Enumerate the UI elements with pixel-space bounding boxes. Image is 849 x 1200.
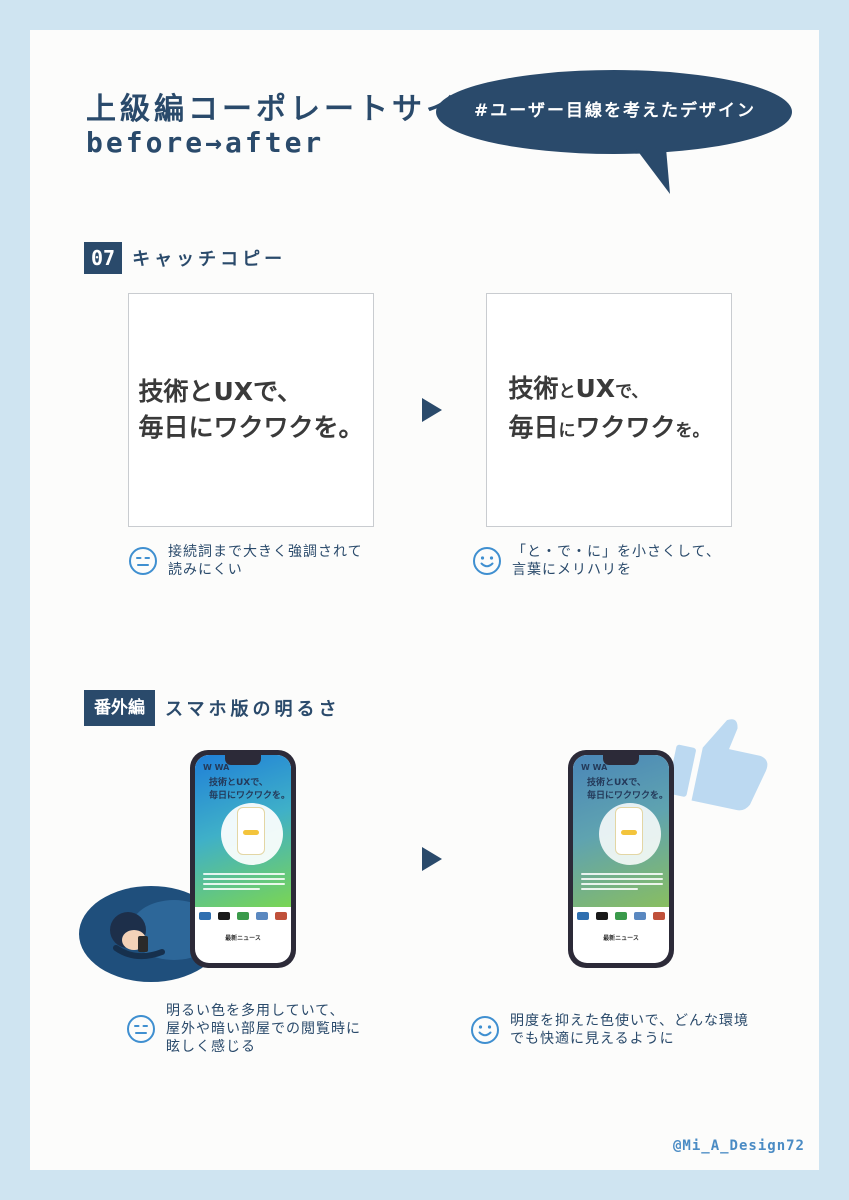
site-logo: W WA — [581, 763, 608, 772]
copy-emphasis: 毎日 — [508, 413, 559, 442]
app-mockup — [237, 807, 265, 855]
phone-notch — [225, 755, 261, 765]
after-copy-line1: 技術とUXで、 — [508, 371, 709, 410]
copy-particle: を。 — [675, 421, 710, 441]
page-title: 上級編コーポレートサイト — [86, 92, 494, 127]
after-brightness-note-text: 明度を抑えた色使いで、どんな環境 でも快適に見えるように — [510, 1012, 749, 1048]
before-copy-line2: 毎日にワクワクを。 — [138, 413, 364, 442]
before-copy: 技術とUXで、 毎日にワクワクを。 — [138, 374, 363, 446]
before-brightness-note-line2: 屋外や暗い部屋での閲覧時に — [166, 1021, 361, 1037]
after-note: 「と・で・に」を小さくして、 言葉にメリハリを — [472, 543, 721, 579]
before-phone-mockup: W WA 技術とUXで、 毎日にワクワクを。 最新ニュース — [190, 750, 296, 968]
after-phone-screen: W WA 技術とUXで、 毎日にワクワクを。 最新ニュース — [573, 755, 669, 963]
author-handle: @Mi_A_Design72 — [672, 1138, 805, 1154]
after-copy-box: 技術とUXで、 毎日にワクワクを。 — [486, 293, 732, 527]
neutral-face-icon — [127, 1015, 155, 1043]
neutral-face-icon — [129, 547, 157, 575]
site-catchcopy: 技術とUXで、 毎日にワクワクを。 — [587, 777, 668, 803]
section-label: スマホ版の明るさ — [165, 699, 341, 720]
site-catchcopy-line2: 毎日にワクワクを。 — [209, 791, 291, 801]
news-heading: 最新ニュース — [603, 935, 639, 942]
partner-logos — [573, 907, 669, 925]
after-note-text: 「と・で・に」を小さくして、 言葉にメリハリを — [512, 543, 721, 579]
site-catchcopy-line1: 技術とUXで、 — [209, 778, 268, 788]
after-brightness-note-line1: 明度を抑えた色使いで、どんな環境 — [510, 1013, 750, 1029]
smile-face-icon — [471, 1016, 499, 1044]
site-catchcopy-line2: 毎日にワクワクを。 — [587, 791, 669, 801]
partner-logos — [195, 907, 291, 925]
before-brightness-note-line3: 眩しく感じる — [166, 1039, 256, 1055]
document-page: 上級編コーポレートサイト before→after #ユーザー目線を考えたデザイ… — [30, 30, 819, 1170]
sleeping-person-illustration — [79, 886, 223, 982]
after-note-line1: 「と・で・に」を小さくして、 — [512, 544, 721, 560]
page-subtitle: before→after — [86, 126, 325, 159]
copy-particle: と — [558, 382, 576, 402]
section-heading-catchcopy: 07 キャッチコピー — [84, 242, 286, 274]
before-copy-box: 技術とUXで、 毎日にワクワクを。 — [128, 293, 374, 527]
phone-notch — [603, 755, 639, 765]
before-note-line2: 読みにくい — [168, 562, 243, 578]
after-phone-mockup: W WA 技術とUXで、 毎日にワクワクを。 最新ニュース — [568, 750, 674, 968]
smile-face-icon — [473, 547, 501, 575]
site-logo: W WA — [203, 763, 230, 772]
news-heading: 最新ニュース — [225, 935, 261, 942]
copy-particle: で、 — [615, 382, 649, 402]
before-brightness-note-line1: 明るい色を多用していて、 — [166, 1003, 345, 1019]
speech-bubble — [436, 70, 792, 194]
site-catchcopy-line1: 技術とUXで、 — [587, 778, 646, 788]
after-note-line2: 言葉にメリハリを — [512, 562, 632, 578]
site-catchcopy: 技術とUXで、 毎日にワクワクを。 — [209, 777, 290, 803]
body-text-lines — [203, 873, 285, 893]
before-copy-line1: 技術とUXで、 — [138, 377, 303, 406]
copy-particle: に — [558, 421, 576, 441]
arrow-right-icon — [422, 847, 442, 871]
before-note-line1: 接続詞まで大きく強調されて — [168, 544, 363, 560]
before-note-text: 接続詞まで大きく強調されて 読みにくい — [168, 543, 363, 579]
after-copy: 技術とUXで、 毎日にワクワクを。 — [508, 371, 709, 449]
bubble-text: #ユーザー目線を考えたデザイン — [474, 101, 756, 121]
before-brightness-note: 明るい色を多用していて、 屋外や暗い部屋での閲覧時に 眩しく感じる — [126, 1002, 361, 1056]
section-number: 07 — [84, 242, 123, 274]
copy-emphasis: ワクワク — [575, 413, 676, 442]
before-phone-screen: W WA 技術とUXで、 毎日にワクワクを。 最新ニュース — [195, 755, 291, 963]
after-brightness-note: 明度を抑えた色使いで、どんな環境 でも快適に見えるように — [470, 1012, 749, 1048]
thumbs-up-icon — [667, 719, 768, 811]
section-label: キャッチコピー — [132, 249, 287, 270]
copy-emphasis: UX — [575, 374, 616, 403]
app-mockup — [615, 807, 643, 855]
after-copy-line2: 毎日にワクワクを。 — [508, 410, 709, 449]
before-note: 接続詞まで大きく強調されて 読みにくい — [128, 543, 363, 579]
before-brightness-note-text: 明るい色を多用していて、 屋外や暗い部屋での閲覧時に 眩しく感じる — [166, 1002, 361, 1056]
arrow-right-icon — [422, 398, 442, 422]
section-heading-brightness: 番外編 スマホ版の明るさ — [84, 690, 340, 726]
section-badge: 番外編 — [84, 690, 155, 726]
body-text-lines — [581, 873, 663, 893]
copy-emphasis: 技術 — [508, 374, 559, 403]
after-brightness-note-line2: でも快適に見えるように — [510, 1031, 675, 1047]
